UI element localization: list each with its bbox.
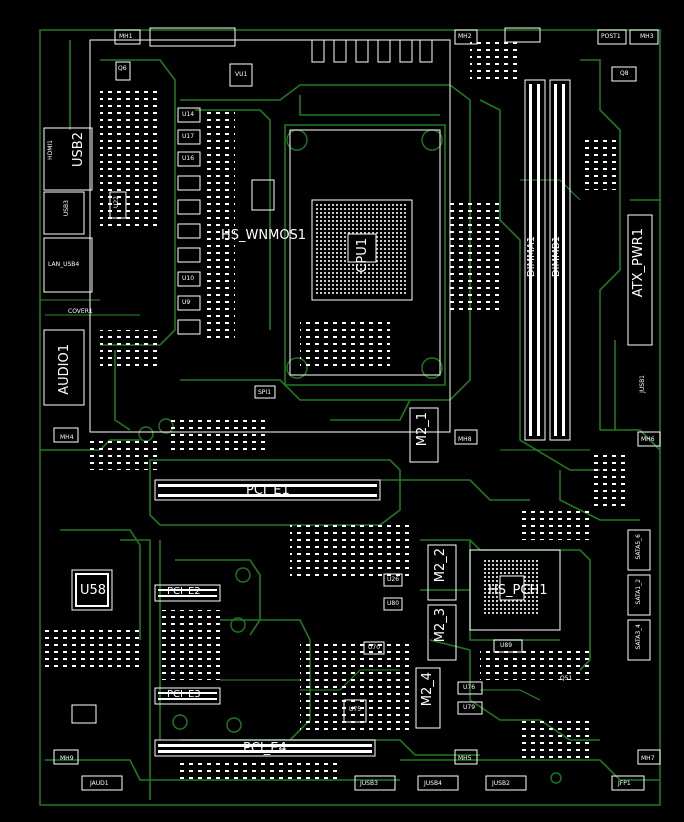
dimm-a-label: DIMMA1 [526, 236, 537, 278]
mh2-label: MH2 [458, 33, 472, 40]
post-label: POST1 [601, 33, 621, 40]
pch-heatsink-label: HS_PCH1 [488, 583, 548, 598]
mh3-label: MH3 [640, 33, 654, 40]
u17-label: U17 [182, 133, 195, 140]
lan-usb-label: LAN_USB4 [48, 261, 80, 268]
m2-3-label: M2_3 [433, 608, 448, 643]
spi-label: SPI1 [258, 389, 272, 396]
usb2-label: USB2 [71, 132, 86, 167]
jusb3-label: JUSB3 [360, 780, 378, 787]
m2-1-label: M2_1 [415, 412, 430, 447]
u80-label: U80 [387, 600, 400, 607]
jaud-label: JAUD1 [90, 780, 109, 787]
jfp-label: JFP1 [618, 780, 631, 787]
pcie1-label: PCI_E1 [246, 483, 290, 498]
u89-label: U89 [500, 642, 513, 649]
sata-3-label: SATA3_4 [635, 624, 642, 650]
u9-label: U9 [182, 299, 191, 306]
q8-label: Q8 [620, 70, 629, 77]
u26-label: U26 [387, 576, 400, 583]
atx-power-label: ATX_PWR1 [631, 228, 646, 298]
u70-label: U70 [368, 644, 381, 651]
u14-label: U14 [182, 111, 195, 118]
jusb2-label: JUSB2 [492, 780, 510, 787]
q51-label: Q51 [560, 675, 573, 682]
jusb4-label: JUSB4 [424, 780, 442, 787]
mh9-label: MH9 [60, 755, 74, 762]
mh6-label: MH6 [641, 436, 655, 443]
pcie3-label: PCI_E3 [167, 689, 201, 700]
m2-4-label: M2_4 [420, 672, 435, 707]
mh4-label: MH4 [60, 434, 74, 441]
vrm-heatsink-label: HS_WNMOS1 [221, 228, 307, 243]
mh8-label: MH8 [458, 436, 472, 443]
pcie4-label: PCI_E4 [243, 741, 287, 756]
cover-label: COVER1 [68, 308, 93, 315]
dimm-b-label: DIMMB1 [551, 236, 562, 278]
pcie2-label: PCI_E2 [167, 586, 201, 597]
usb3-label: USB3 [63, 200, 70, 217]
vu1-label: VU1 [235, 71, 248, 78]
u75-label: U75 [349, 706, 362, 713]
u58-label: U58 [80, 583, 107, 598]
u10-label: U10 [182, 275, 195, 282]
mh7-label: MH7 [641, 755, 655, 762]
cpu-socket-label: CPU1 [355, 238, 370, 273]
u22-label: U22 [113, 196, 120, 209]
mh1-label: MH1 [119, 33, 133, 40]
sata-2-label: SATA1_2 [635, 579, 642, 605]
sata-1-label: SATA5_6 [635, 534, 642, 560]
u79-label: U79 [463, 704, 476, 711]
audio-label: AUDIO1 [57, 344, 72, 395]
jusb1-label: JUSB1 [639, 375, 646, 393]
q6-label: Q6 [118, 65, 127, 72]
u16-label: U16 [182, 155, 195, 162]
hdmi-label: HDMI1 [47, 140, 54, 160]
u76-label: U76 [463, 684, 476, 691]
m2-2-label: M2_2 [433, 548, 448, 583]
mh5-label: MH5 [458, 755, 472, 762]
